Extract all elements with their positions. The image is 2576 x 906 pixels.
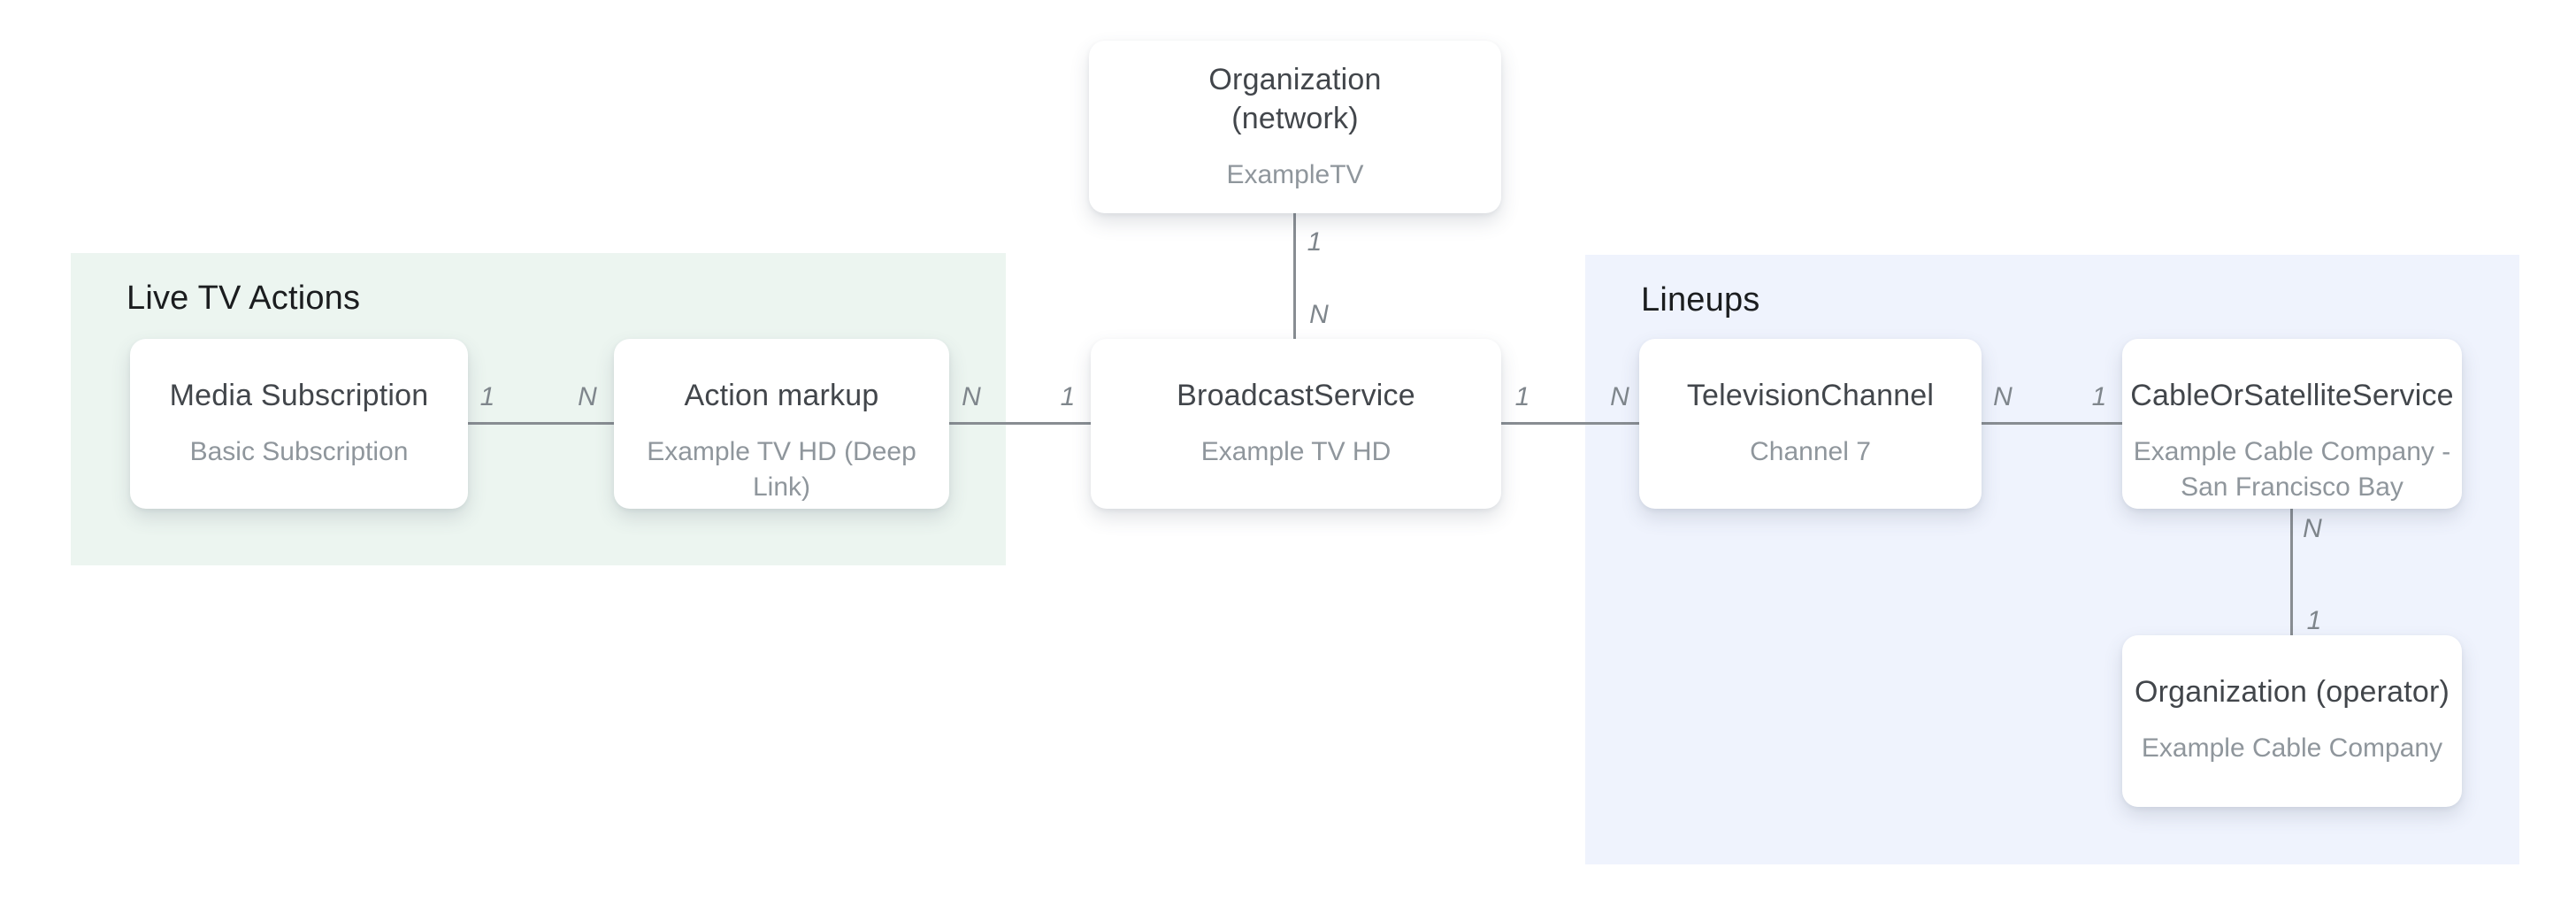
node-broadcast-service: BroadcastService Example TV HD xyxy=(1091,339,1501,509)
node-organization-network: Organization (network) ExampleTV xyxy=(1089,41,1501,213)
node-title: TelevisionChannel xyxy=(1686,379,1935,412)
edge-cable-or-satellite-service-to-organization-operator xyxy=(2290,509,2293,635)
cardinality-label: 1 xyxy=(2306,606,2322,635)
cardinality-label: N xyxy=(1610,382,1629,411)
edge-broadcast-service-to-television-channel xyxy=(1501,422,1639,425)
node-subtitle: Basic Subscription xyxy=(189,437,409,466)
node-title: Action markup xyxy=(684,379,879,412)
cardinality-label: N xyxy=(578,382,597,411)
node-title: Media Subscription xyxy=(169,379,429,412)
edge-media-subscription-to-action-markup xyxy=(468,422,614,425)
edge-television-channel-to-cable-or-satellite-service xyxy=(1982,422,2122,425)
region-title-lineups: Lineups xyxy=(1641,281,1760,319)
node-television-channel: TelevisionChannel Channel 7 xyxy=(1639,339,1982,509)
cardinality-label: 1 xyxy=(479,382,495,411)
cardinality-label: 1 xyxy=(1514,382,1530,411)
node-cable-or-satellite-service: CableOrSatelliteService Example Cable Co… xyxy=(2122,339,2462,509)
node-action-markup: Action markup Example TV HD (Deep Link) xyxy=(614,339,949,509)
node-subtitle: Example Cable Company xyxy=(2141,733,2443,763)
node-subtitle: Example TV HD xyxy=(1200,437,1392,466)
cardinality-label: N xyxy=(2303,514,2322,543)
node-title: Organization (network) xyxy=(1208,63,1382,135)
cardinality-label: N xyxy=(1993,382,2012,411)
edge-organization-network-to-broadcast-service xyxy=(1293,213,1296,339)
node-title: BroadcastService xyxy=(1177,379,1415,412)
cardinality-label: N xyxy=(962,382,981,411)
region-title-live-tv-actions: Live TV Actions xyxy=(126,280,361,317)
node-subtitle: Example TV HD (Deep Link) xyxy=(647,437,916,502)
edge-action-markup-to-broadcast-service xyxy=(949,422,1091,425)
node-title: Organization (operator) xyxy=(2134,675,2450,709)
node-title: CableOrSatelliteService xyxy=(2130,379,2454,412)
cardinality-label: 1 xyxy=(1307,227,1322,257)
cardinality-label: 1 xyxy=(2091,382,2107,411)
node-subtitle: ExampleTV xyxy=(1226,160,1364,189)
node-organization-operator: Organization (operator) Example Cable Co… xyxy=(2122,635,2462,807)
node-subtitle: Channel 7 xyxy=(1750,437,1871,466)
node-subtitle: Example Cable Company - San Francisco Ba… xyxy=(2133,437,2451,502)
cardinality-label: 1 xyxy=(1060,382,1076,411)
cardinality-label: N xyxy=(1309,300,1329,329)
node-media-subscription: Media Subscription Basic Subscription xyxy=(130,339,468,509)
